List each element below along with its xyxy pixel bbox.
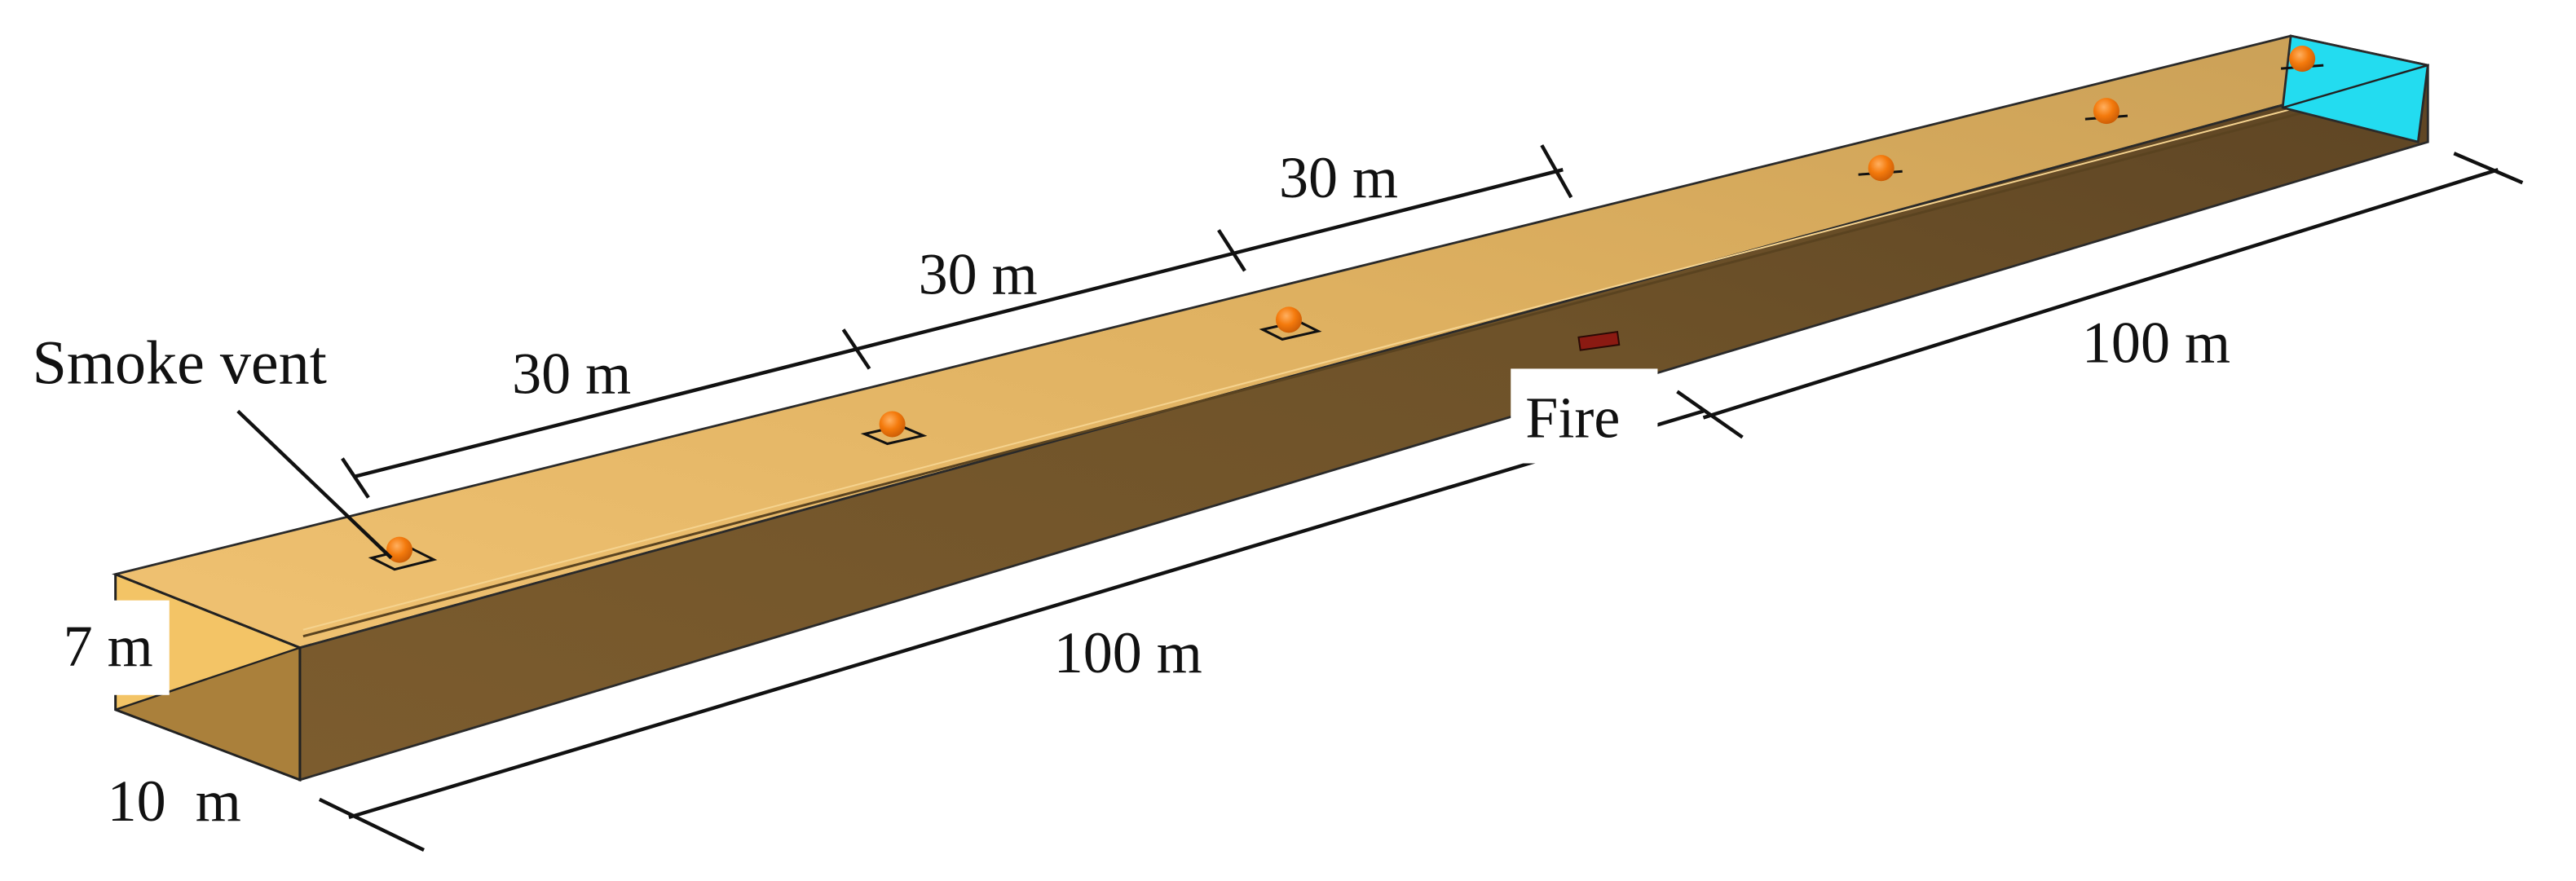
smoke-vent-3 — [1259, 306, 1322, 341]
exit-face-diagonal — [2282, 64, 2428, 109]
top-face-edge-line — [302, 96, 2360, 638]
spacing-label-1: 30 m — [512, 341, 631, 406]
height-label-box — [38, 600, 170, 695]
back-length-label: 100 m — [2082, 310, 2230, 375]
top-face-edge-highlight — [302, 90, 2360, 631]
smoke-vent-5 — [2084, 98, 2128, 125]
back-length-dimension — [1702, 152, 2524, 420]
height-label: 7 m — [64, 614, 153, 679]
tunnel-left-end-inner — [115, 647, 300, 780]
smoke-vent-1 — [368, 536, 438, 571]
spacing-dimension — [341, 144, 1573, 499]
front-length-label: 100 m — [1054, 620, 1202, 685]
spacing-label-2: 30 m — [919, 241, 1038, 306]
fire-label-box — [1511, 368, 1658, 464]
fire-source — [1577, 330, 1621, 351]
smoke-vent-6 — [2281, 46, 2324, 73]
spacing-label-3: 30 m — [1279, 145, 1398, 210]
smoke-vent-4 — [1858, 155, 1903, 182]
smoke-vent-2 — [860, 411, 928, 446]
end-face-diagonal — [115, 646, 301, 711]
tunnel-exit-face — [2281, 34, 2429, 143]
smoke-vent-leader-line — [236, 409, 393, 560]
width-label: 10 m — [108, 769, 241, 834]
fire-label: Fire — [1525, 385, 1620, 450]
smoke-vent-label: Smoke vent — [33, 328, 327, 397]
tunnel-top-face — [112, 34, 2428, 650]
